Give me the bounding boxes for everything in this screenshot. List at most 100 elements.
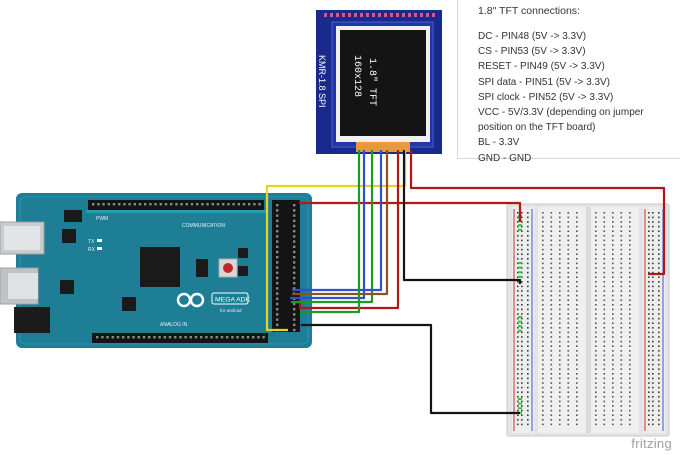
- header-pin: [276, 276, 279, 280]
- breadboard-hole: [527, 267, 529, 269]
- breadboard-hole: [521, 377, 523, 380]
- header-pin: [158, 336, 161, 339]
- breadboard-hole: [603, 216, 606, 219]
- breadboard-hole: [542, 414, 544, 416]
- breadboard-hole: [576, 285, 578, 288]
- breadboard-hole: [527, 239, 529, 242]
- breadboard-hole: [620, 290, 623, 292]
- breadboard-hole: [658, 285, 660, 288]
- breadboard-hole: [567, 313, 570, 315]
- breadboard-marker: [518, 398, 522, 400]
- breadboard-hole: [576, 294, 578, 297]
- header-pin: [276, 271, 279, 274]
- breadboard-hole: [559, 345, 561, 347]
- breadboard-hole: [559, 405, 561, 407]
- breadboard-hole: [517, 327, 519, 329]
- breadboard-hole: [612, 340, 614, 343]
- breadboard-hole: [517, 336, 519, 338]
- breadboard-hole: [648, 409, 650, 412]
- breadboard-hole: [527, 400, 529, 403]
- breadboard-hole: [648, 267, 650, 269]
- header-pin: [184, 336, 187, 339]
- breadboard-hole: [521, 313, 523, 315]
- breadboard-hole: [620, 400, 623, 403]
- breadboard-hole: [620, 212, 623, 214]
- breadboard-hole: [612, 276, 614, 278]
- breadboard-hole: [612, 409, 614, 412]
- breadboard-hole: [517, 290, 519, 292]
- breadboard-hole: [567, 308, 570, 311]
- breadboard-hole: [550, 285, 553, 288]
- breadboard-hole: [648, 419, 650, 421]
- breadboard-hole: [603, 405, 606, 407]
- breadboard-hole: [603, 285, 606, 288]
- breadboard-marker: [518, 228, 522, 231]
- breadboard-hole: [603, 258, 606, 260]
- breadboard-hole: [620, 382, 623, 384]
- breadboard-hole: [527, 225, 529, 228]
- breadboard-hole: [595, 308, 597, 311]
- breadboard-hole: [612, 414, 614, 416]
- fritzing-brand: fritzing: [631, 436, 672, 451]
- header-pin: [133, 203, 136, 206]
- breadboard-hole: [567, 419, 570, 421]
- tft-pin: [426, 13, 429, 17]
- breadboard-hole: [629, 317, 631, 320]
- header-pin: [276, 235, 279, 238]
- header-pin: [262, 336, 265, 339]
- analog-label: ANALOG IN: [160, 322, 188, 328]
- breadboard-hole: [517, 258, 519, 260]
- main-chip: [140, 247, 180, 287]
- breadboard-hole: [567, 391, 570, 393]
- breadboard-hole: [595, 313, 597, 315]
- breadboard-hole: [517, 294, 519, 297]
- breadboard-hole: [527, 373, 529, 375]
- breadboard-hole: [517, 239, 519, 242]
- header-pin: [293, 318, 296, 321]
- breadboard-hole: [658, 423, 660, 426]
- breadboard-hole: [517, 396, 519, 398]
- breadboard-hole: [629, 336, 631, 338]
- breadboard-hole: [658, 359, 660, 361]
- breadboard-hole: [550, 304, 553, 306]
- breadboard-hole: [559, 285, 561, 288]
- tft-pin: [354, 13, 357, 17]
- breadboard-hole: [521, 212, 523, 214]
- breadboard-hole: [629, 308, 631, 311]
- breadboard-hole: [517, 235, 519, 237]
- breadboard-hole: [517, 391, 519, 393]
- breadboard-hole: [629, 276, 631, 278]
- breadboard-hole: [576, 350, 578, 352]
- tx-label: TX: [88, 239, 95, 245]
- breadboard-hole: [595, 386, 597, 389]
- header-pin: [237, 203, 240, 206]
- breadboard-hole: [517, 386, 519, 389]
- breadboard-hole: [652, 400, 654, 403]
- header-pin: [206, 203, 209, 206]
- breadboard-hole: [542, 225, 544, 228]
- breadboard-hole: [652, 262, 654, 265]
- power-jack: [14, 307, 50, 333]
- header-pin: [122, 336, 125, 339]
- breadboard-hole: [542, 313, 544, 315]
- breadboard-hole: [521, 363, 523, 366]
- breadboard-hole: [567, 276, 570, 278]
- breadboard-hole: [612, 327, 614, 329]
- breadboard-hole: [648, 299, 650, 301]
- breadboard-marker: [518, 266, 522, 269]
- breadboard-hole: [521, 340, 523, 343]
- breadboard-hole: [576, 382, 578, 384]
- list-item: SPI clock - PIN52 (5V -> 3.3V): [478, 91, 614, 103]
- breadboard-hole: [527, 212, 529, 214]
- header-pin: [92, 203, 95, 206]
- breadboard-hole: [576, 336, 578, 338]
- header-pin: [236, 336, 239, 339]
- breadboard-hole: [658, 267, 660, 269]
- header-pin: [293, 271, 296, 274]
- breadboard-hole: [567, 285, 570, 288]
- list-item: GND - GND: [478, 152, 532, 164]
- breadboard-hole: [559, 212, 561, 214]
- breadboard-hole: [620, 253, 623, 255]
- breadboard-hole: [576, 405, 578, 407]
- breadboard-hole: [550, 327, 553, 329]
